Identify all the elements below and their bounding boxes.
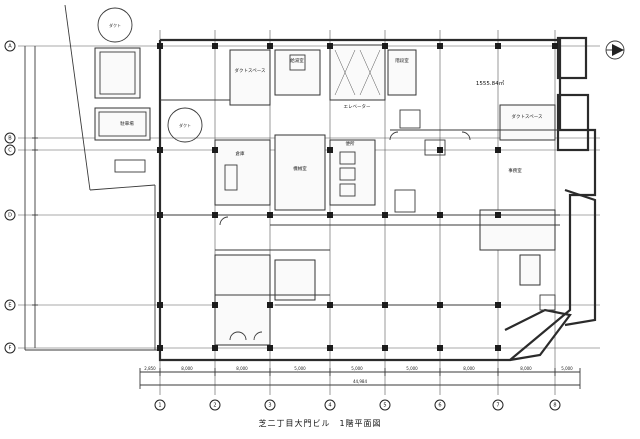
column-axis-2: 2 [213, 403, 216, 409]
room-label-parking: 駐車場 [120, 120, 134, 127]
room-labels: ダクトスペース エレベーター 階段室 便所 機械室 倉庫 事務室 給湯室 ダクト… [120, 57, 543, 174]
dimension-2: 8,000 [181, 366, 193, 371]
interior-walls [160, 44, 560, 346]
dimension-lines: 2,850 8,000 8,000 5,000 5,000 5,000 8,00… [139, 366, 581, 389]
door-swings [219, 131, 471, 341]
column-axis-1: 1 [158, 403, 161, 409]
row-axis-d: D [8, 213, 12, 219]
svg-text:ダクト: ダクト [109, 22, 121, 28]
floor-area-label: 1555.84㎡ [476, 79, 505, 87]
column-axis-6: 6 [438, 403, 441, 409]
row-axis-b: B [8, 136, 12, 142]
row-axis-c: C [8, 148, 12, 154]
dimension-total: 44,984 [353, 379, 367, 384]
room-label-stairs: 階段室 [395, 57, 409, 64]
dimension-3: 8,000 [236, 366, 248, 371]
dimension-5: 5,000 [351, 366, 363, 371]
dimension-9: 5,000 [561, 366, 573, 371]
column-axis-8: 8 [553, 403, 556, 409]
room-label-duct: ダクトスペース [235, 67, 266, 74]
column-axis-markers: 1 2 3 4 5 6 7 8 [154, 399, 561, 411]
room-label-storage: 倉庫 [236, 150, 245, 157]
dimension-8: 8,000 [520, 366, 532, 371]
dimension-6: 5,000 [406, 366, 418, 371]
north-arrow-icon [605, 40, 625, 60]
building-outline [158, 36, 597, 362]
dimension-1: 2,850 [144, 366, 156, 371]
room-label-machine-room: 機械室 [293, 165, 307, 172]
dimension-7: 8,000 [463, 366, 475, 371]
room-label-kitchenette: 給湯室 [290, 57, 304, 64]
room-label-office: 事務室 [508, 167, 522, 174]
row-axis-a: A [8, 44, 12, 50]
dimension-4: 5,000 [294, 366, 306, 371]
upper-left-structures: ダクト ダクト [94, 7, 203, 173]
room-label-toilet: 便所 [346, 140, 355, 147]
left-dimension-marks [32, 46, 38, 348]
elevator-shaft [334, 49, 381, 96]
site-boundary [24, 4, 160, 351]
row-axis-f: F [9, 346, 12, 352]
svg-text:ダクト: ダクト [179, 122, 191, 128]
column-axis-7: 7 [496, 403, 499, 409]
structural-columns [157, 43, 558, 351]
column-axis-4: 4 [328, 403, 331, 409]
row-axis-markers: A B C D E F [4, 40, 16, 354]
column-axis-5: 5 [383, 403, 386, 409]
drawing-title: 芝二丁目大門ビル 1階平面図 [258, 419, 382, 428]
column-axis-3: 3 [268, 403, 271, 409]
room-label-elevator: エレベーター [344, 103, 371, 110]
room-label-duct-2: ダクトスペース [512, 113, 543, 120]
row-axis-e: E [8, 303, 11, 309]
